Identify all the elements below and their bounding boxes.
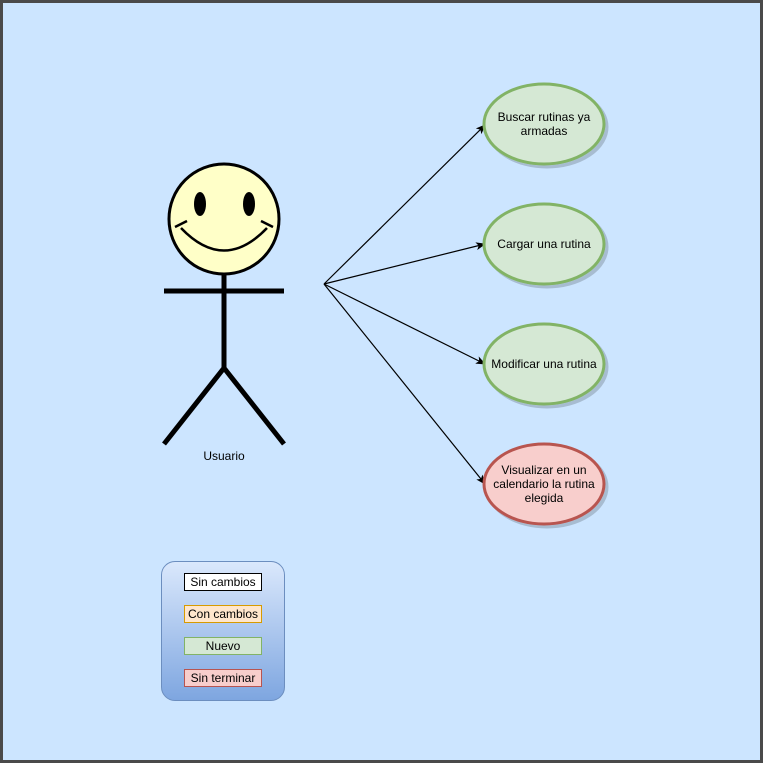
use-case-2-label: Cargar una rutina: [497, 237, 591, 251]
use-case-4-ellipse[interactable]: [482, 442, 606, 526]
use-case-4-label: Visualizar en un calendario la rutina el…: [493, 463, 595, 505]
arrow-to-use-case-4[interactable]: [323, 283, 486, 485]
actor-right-eye: [243, 192, 255, 216]
actor-smile-left-cap: [174, 219, 188, 229]
actor-smile-right-cap: [260, 219, 274, 229]
actor-smile: [180, 227, 268, 252]
use-case-3-ellipse[interactable]: [482, 322, 606, 406]
use-case-1-label: Buscar rutinas ya armadas: [497, 110, 591, 138]
arrow-to-use-case-1[interactable]: [323, 124, 486, 285]
legend-item-sin-cambios: Sin cambios: [184, 573, 262, 591]
actor-left-eye: [194, 192, 206, 216]
use-case-1-ellipse[interactable]: [482, 82, 606, 166]
legend-item-nuevo: Nuevo: [184, 637, 262, 655]
actor-figure[interactable]: [162, 162, 286, 446]
use-case-2-ellipse[interactable]: [482, 202, 606, 286]
actor-label: Usuario: [203, 449, 245, 463]
legend-item-con-cambios: Con cambios: [184, 605, 262, 623]
diagram-svg: [162, 43, 606, 723]
arrow-to-use-case-3[interactable]: [323, 283, 486, 365]
actor-right-leg: [222, 366, 286, 446]
legend-item-sin-terminar: Sin terminar: [184, 669, 262, 687]
use-case-3-label: Modificar una rutina: [491, 357, 597, 371]
actor-left-leg: [162, 366, 226, 446]
connector-arrows: [323, 124, 486, 485]
legend-panel: Sin cambios Con cambios Nuevo Sin termin…: [161, 561, 285, 701]
arrow-to-use-case-2[interactable]: [323, 242, 486, 285]
actor-head: [167, 162, 281, 276]
